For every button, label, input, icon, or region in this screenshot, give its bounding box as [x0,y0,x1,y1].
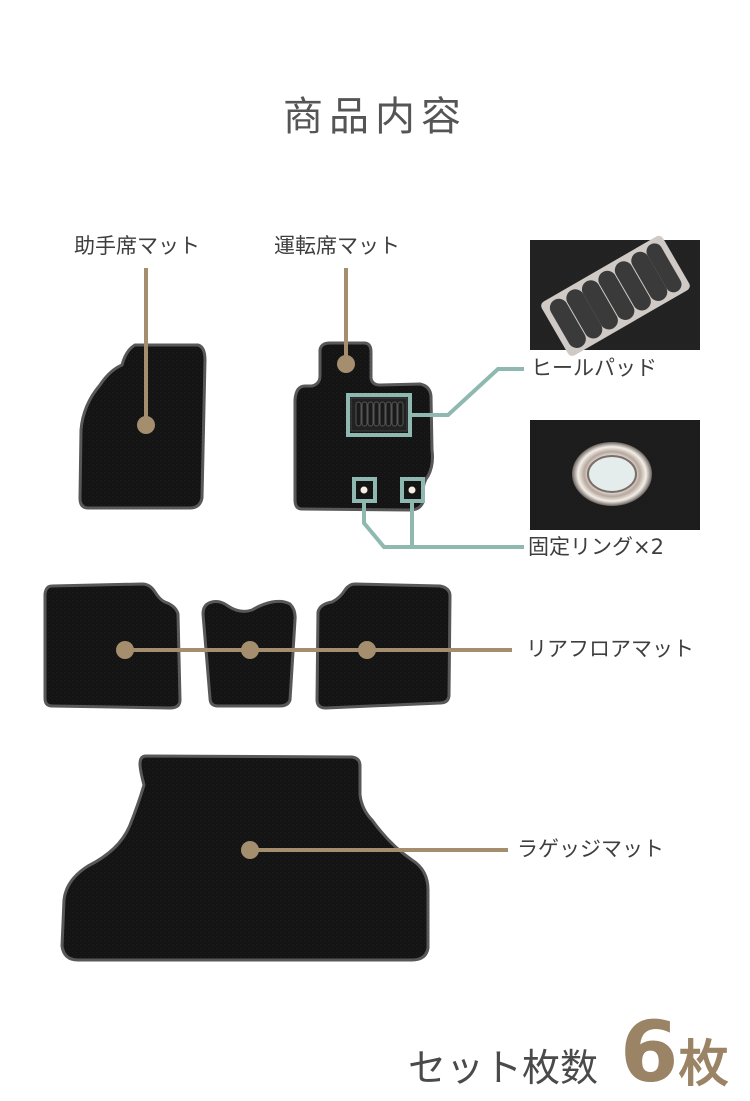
label-rear-floor-mat: リアフロアマット [526,637,694,661]
rear-floor-mat-right [315,582,452,710]
set-count-number: 6 [620,1003,679,1101]
set-count: セット枚数 6 枚 [408,1010,728,1096]
set-count-label: セット枚数 [408,1046,599,1090]
label-luggage-mat: ラゲッジマット [517,837,664,861]
label-fixing-ring: 固定リング×2 [528,535,664,559]
page-title: 商品内容 [283,94,467,140]
set-count-unit: 枚 [678,1035,729,1093]
heel-pad-photo [530,235,700,356]
label-driver-mat: 運転席マット [274,234,400,258]
label-passenger-mat: 助手席マット [74,234,200,258]
leader-lines [116,268,512,859]
fixing-ring-photo [530,420,700,530]
callout-connectors [346,367,524,549]
luggage-mat [60,754,430,962]
driver-mat [293,341,434,512]
rear-floor-mat-left [43,582,182,710]
label-heel-pad: ヒールパッド [531,356,657,380]
